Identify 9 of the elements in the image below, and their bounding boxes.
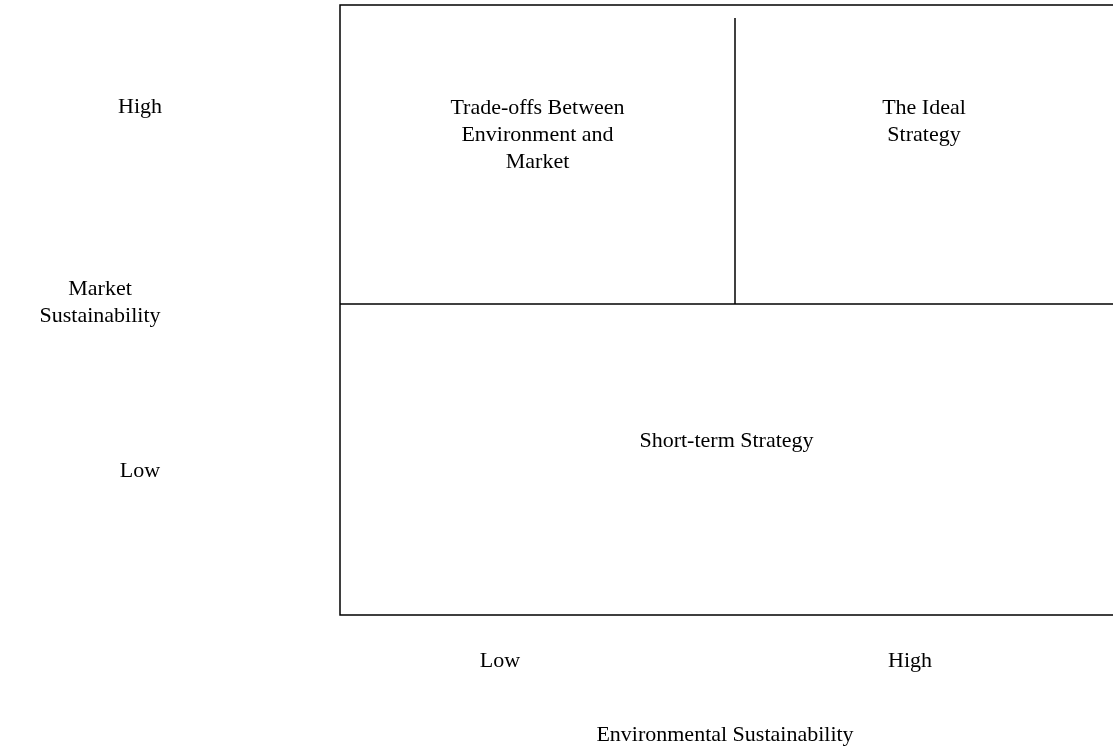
- axis-value-label: High: [887, 646, 933, 673]
- axis-value-label: Low: [478, 646, 522, 673]
- quadrant-label: Trade-offs Between Environment and Market: [449, 93, 626, 174]
- quadrant-label: The Ideal Strategy: [881, 93, 967, 147]
- axis-value-label: Low: [118, 456, 162, 483]
- axis-title: Environmental Sustainability: [595, 720, 855, 747]
- axis-value-label: High: [117, 92, 163, 119]
- quadrant-label: Short-term Strategy: [638, 426, 815, 453]
- axis-title: Market Sustainability: [38, 274, 162, 328]
